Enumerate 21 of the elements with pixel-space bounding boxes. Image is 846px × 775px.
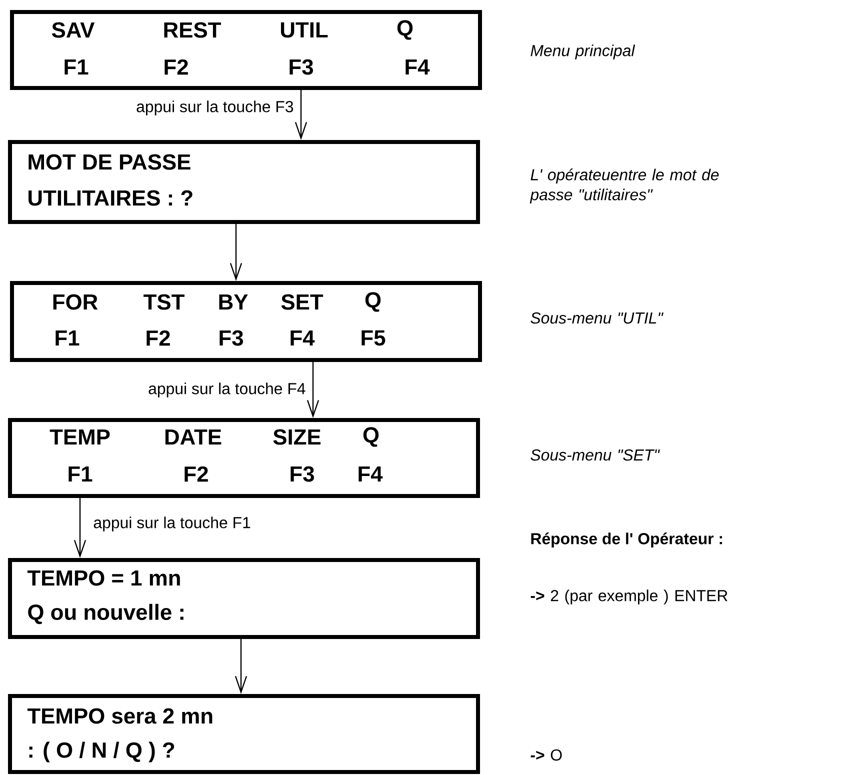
- screen-box: SAV REST UTIL Q F1 F2 F3 F4: [10, 10, 482, 90]
- screen-box: TEMPO sera 2 mn : ( O / N / Q ) ?: [8, 694, 480, 774]
- screen-box: MOT DE PASSE UTILITAIRES : ?: [8, 140, 480, 224]
- arrow: [306, 362, 320, 418]
- arrow: [294, 90, 308, 140]
- arrow: [74, 498, 86, 558]
- heading: Réponse de l' Opérateur :: [531, 532, 722, 548]
- screen-box: TEMPO = 1 mn Q ou nouvelle :: [8, 558, 480, 639]
- node-label: Sous-menu "SET": [530, 449, 660, 461]
- edge-label: appui sur la touche F3: [136, 100, 294, 116]
- screen-box: FOR TST BY SET Q F1 F2 F3 F4 F5: [10, 281, 482, 362]
- node-label: -> O: [530, 749, 562, 761]
- node-label: Sous-menu "UTIL": [530, 312, 664, 324]
- node-label: -> 2 (par exemple ) ENTER: [530, 590, 728, 604]
- node-label: L' opérateuentre le mot de passe "utilitaires": [530, 168, 719, 204]
- arrow: [234, 639, 248, 694]
- screen-box: TEMP DATE SIZE Q F1 F2 F3 F4: [8, 418, 480, 498]
- edge-label: appui sur la touche F4: [148, 382, 306, 398]
- node-label: Menu principal: [530, 44, 636, 60]
- arrow: [230, 224, 242, 281]
- edge-label: appui sur la touche F1: [94, 516, 250, 532]
